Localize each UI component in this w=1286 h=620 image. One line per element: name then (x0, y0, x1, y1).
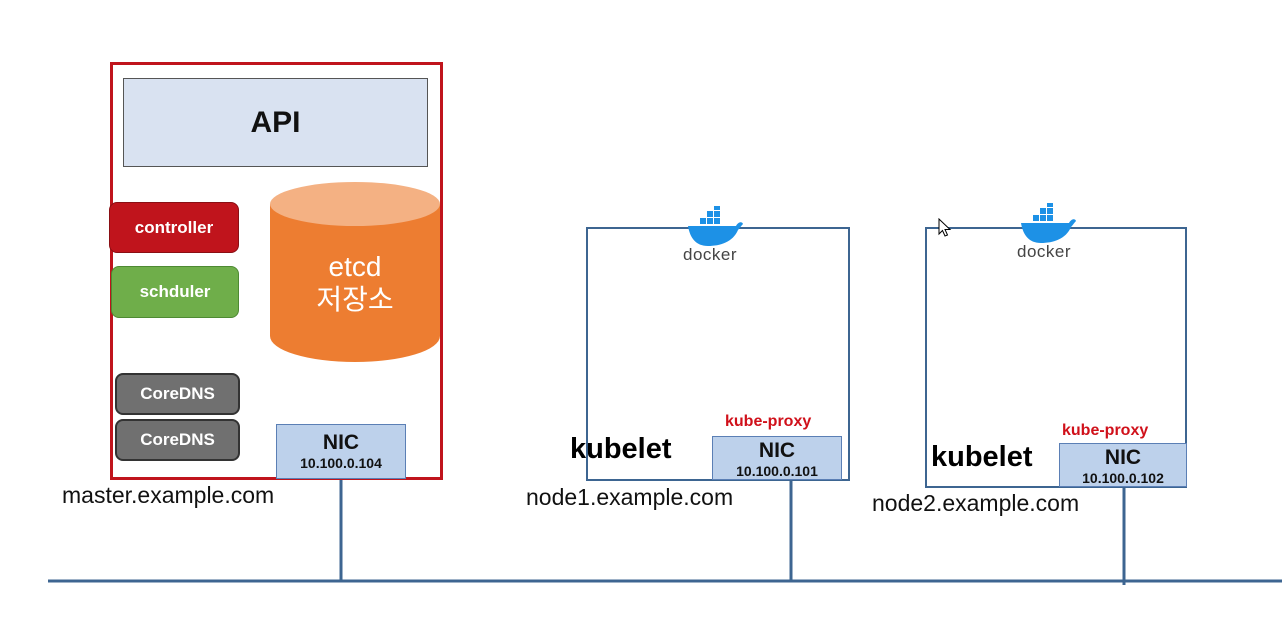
master-nic-box: NIC 10.100.0.104 (276, 424, 406, 479)
node1-nic-ip: 10.100.0.101 (736, 463, 818, 479)
controller-label: controller (134, 217, 214, 237)
controller-box: controller (109, 202, 239, 253)
node2-nic-box: NIC 10.100.0.102 (1059, 443, 1187, 487)
scheduler-label: schduler (139, 282, 211, 301)
mouse-cursor-icon (938, 218, 952, 237)
node2-kube-proxy-label: kube-proxy (1062, 422, 1149, 439)
node1-kube-proxy-label: kube-proxy (725, 413, 812, 430)
etcd-label-line1: etcd (328, 251, 382, 282)
api-label: API (250, 105, 301, 139)
node2-nic-label: NIC (1104, 446, 1142, 469)
master-hostname: master.example.com (62, 482, 275, 508)
node1-nic-box: NIC 10.100.0.101 (712, 436, 842, 480)
etcd-storage-label: etcd 저장소 (270, 250, 440, 316)
node2-nic-ip: 10.100.0.102 (1082, 470, 1164, 486)
node1-kubelet-label: kubelet (570, 433, 672, 465)
etcd-cylinder-icon (270, 182, 440, 362)
etcd-label-line2: 저장소 (316, 284, 394, 315)
node1-docker-label: docker (683, 245, 738, 264)
node2-hostname: node2.example.com (872, 490, 1080, 516)
coredns-label-1: CoreDNS (140, 384, 215, 403)
node2-kubelet-label: kubelet (931, 441, 1033, 473)
api-server-box: API (123, 78, 428, 167)
master-nic-ip: 10.100.0.104 (300, 455, 382, 471)
node2-docker-label: docker (1017, 242, 1072, 261)
master-nic-label: NIC (322, 431, 360, 454)
coredns-label-2: CoreDNS (140, 430, 215, 449)
node1-nic-label: NIC (758, 439, 796, 462)
node1-hostname: node1.example.com (526, 484, 734, 510)
docker-whale-icon (688, 206, 743, 246)
coredns-box-1: CoreDNS (115, 373, 240, 415)
docker-whale-icon (1021, 203, 1076, 243)
scheduler-box: schduler (111, 266, 239, 318)
coredns-box-2: CoreDNS (115, 419, 240, 461)
